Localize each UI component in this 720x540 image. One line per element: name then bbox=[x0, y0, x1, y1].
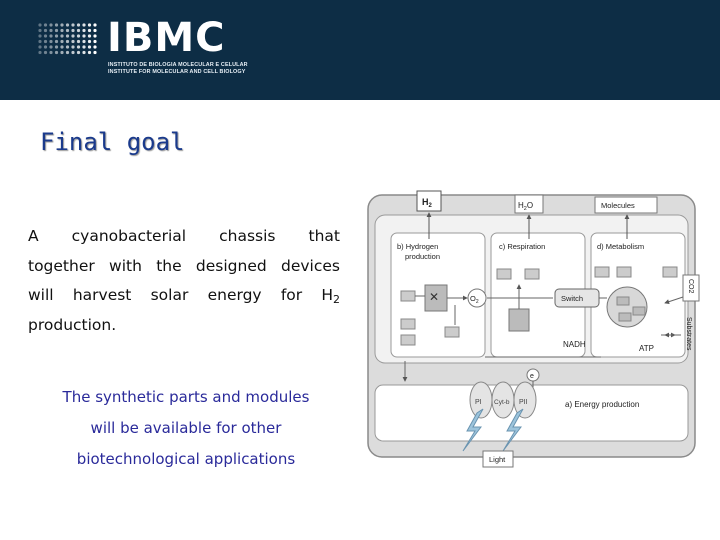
word: production. bbox=[28, 315, 117, 334]
ps2-label: PII bbox=[519, 399, 528, 406]
word: energy bbox=[207, 286, 262, 304]
h2o-o: O bbox=[527, 201, 533, 210]
word: A bbox=[28, 227, 39, 245]
switch-label: Switch bbox=[561, 294, 583, 303]
atp-label: ATP bbox=[639, 344, 654, 353]
header-banner: IBMC INSTITUTO DE BIOLOGIA MOLECULAR E C… bbox=[0, 0, 720, 100]
note-line-1: The synthetic parts and modules bbox=[62, 388, 310, 406]
h2-subscript: 2 bbox=[429, 203, 433, 209]
light-box bbox=[482, 450, 514, 468]
h2-symbol: H bbox=[422, 197, 429, 207]
logo-text: IBMC bbox=[107, 15, 226, 61]
substrates-label: Substrates bbox=[685, 317, 692, 351]
hydrogen-label-2: production bbox=[405, 252, 440, 261]
h2o-label: H2O bbox=[518, 201, 533, 212]
word: designed bbox=[195, 256, 267, 275]
o2-node bbox=[467, 288, 487, 308]
note-line-3: biotechnological applications bbox=[76, 450, 296, 468]
paragraph-line-1: A cyanobacterial chassis that bbox=[28, 222, 340, 252]
word: devices bbox=[281, 256, 340, 275]
paragraph-line-3: will harvest solar energy for H2 bbox=[28, 281, 340, 311]
goal-paragraph: A cyanobacterial chassis that together w… bbox=[28, 222, 340, 340]
word: for bbox=[280, 286, 303, 304]
logo-subtitle-portuguese: INSTITUTO DE BIOLOGIA MOLECULAR E CELULA… bbox=[108, 62, 248, 68]
light-label: Light bbox=[489, 455, 506, 464]
h2o-h: H bbox=[518, 201, 524, 210]
light-bolt-left-icon bbox=[462, 408, 484, 452]
cyanobacterial-chassis-diagram: H2 H2O Molecules b) Hydrogen production … bbox=[367, 190, 700, 468]
ps1-label: PI bbox=[475, 399, 482, 406]
ibmc-logo-dots-icon bbox=[38, 23, 97, 55]
paragraph-line-2: together with the designed devices bbox=[28, 252, 340, 282]
h2-subscript: 2 bbox=[333, 293, 340, 306]
photosystem-ii bbox=[513, 381, 537, 419]
note-line-2: will be available for other bbox=[90, 419, 282, 437]
word: chassis bbox=[219, 227, 276, 245]
h2o-subscript: 2 bbox=[524, 206, 527, 212]
molecules-box bbox=[594, 196, 658, 214]
cytb-label: Cyt-b bbox=[494, 399, 510, 406]
word: cyanobacterial bbox=[71, 227, 187, 245]
electron-label: e bbox=[530, 373, 534, 380]
respiration-label: c) Respiration bbox=[499, 242, 545, 251]
o2-symbol: O bbox=[470, 294, 476, 303]
slide-title: Final goal bbox=[40, 128, 185, 156]
co2-label: CO2 bbox=[687, 279, 694, 294]
hydrogen-label-1: b) Hydrogen bbox=[397, 242, 438, 251]
word: that bbox=[308, 227, 340, 245]
block-x-icon: ✕ bbox=[429, 290, 439, 304]
paragraph-line-4: production. bbox=[28, 311, 340, 341]
nadh-label: NADH bbox=[563, 340, 586, 349]
word: solar bbox=[150, 286, 189, 304]
light-bolt-right-icon bbox=[502, 408, 524, 452]
word: together bbox=[28, 256, 95, 275]
o2-label: O2 bbox=[470, 294, 479, 305]
o2-subscript: 2 bbox=[476, 299, 479, 305]
word: the bbox=[156, 256, 182, 275]
applications-note: The synthetic parts and modules will be … bbox=[30, 382, 342, 475]
h2-output-label: H2 bbox=[422, 197, 433, 209]
word: with bbox=[109, 256, 142, 275]
energy-label: a) Energy production bbox=[565, 400, 639, 409]
logo-subtitle-english: INSTITUTE FOR MOLECULAR AND CELL BIOLOGY bbox=[108, 69, 246, 75]
h2-output-box bbox=[416, 190, 442, 212]
molecules-label: Molecules bbox=[601, 201, 635, 210]
h2-formula: H2 bbox=[321, 281, 340, 311]
h2-symbol: H bbox=[321, 286, 333, 304]
co2-box bbox=[682, 274, 700, 302]
metabolism-label: d) Metabolism bbox=[597, 242, 644, 251]
h2o-box bbox=[514, 194, 544, 214]
word: will bbox=[28, 286, 54, 304]
word: harvest bbox=[72, 286, 132, 304]
